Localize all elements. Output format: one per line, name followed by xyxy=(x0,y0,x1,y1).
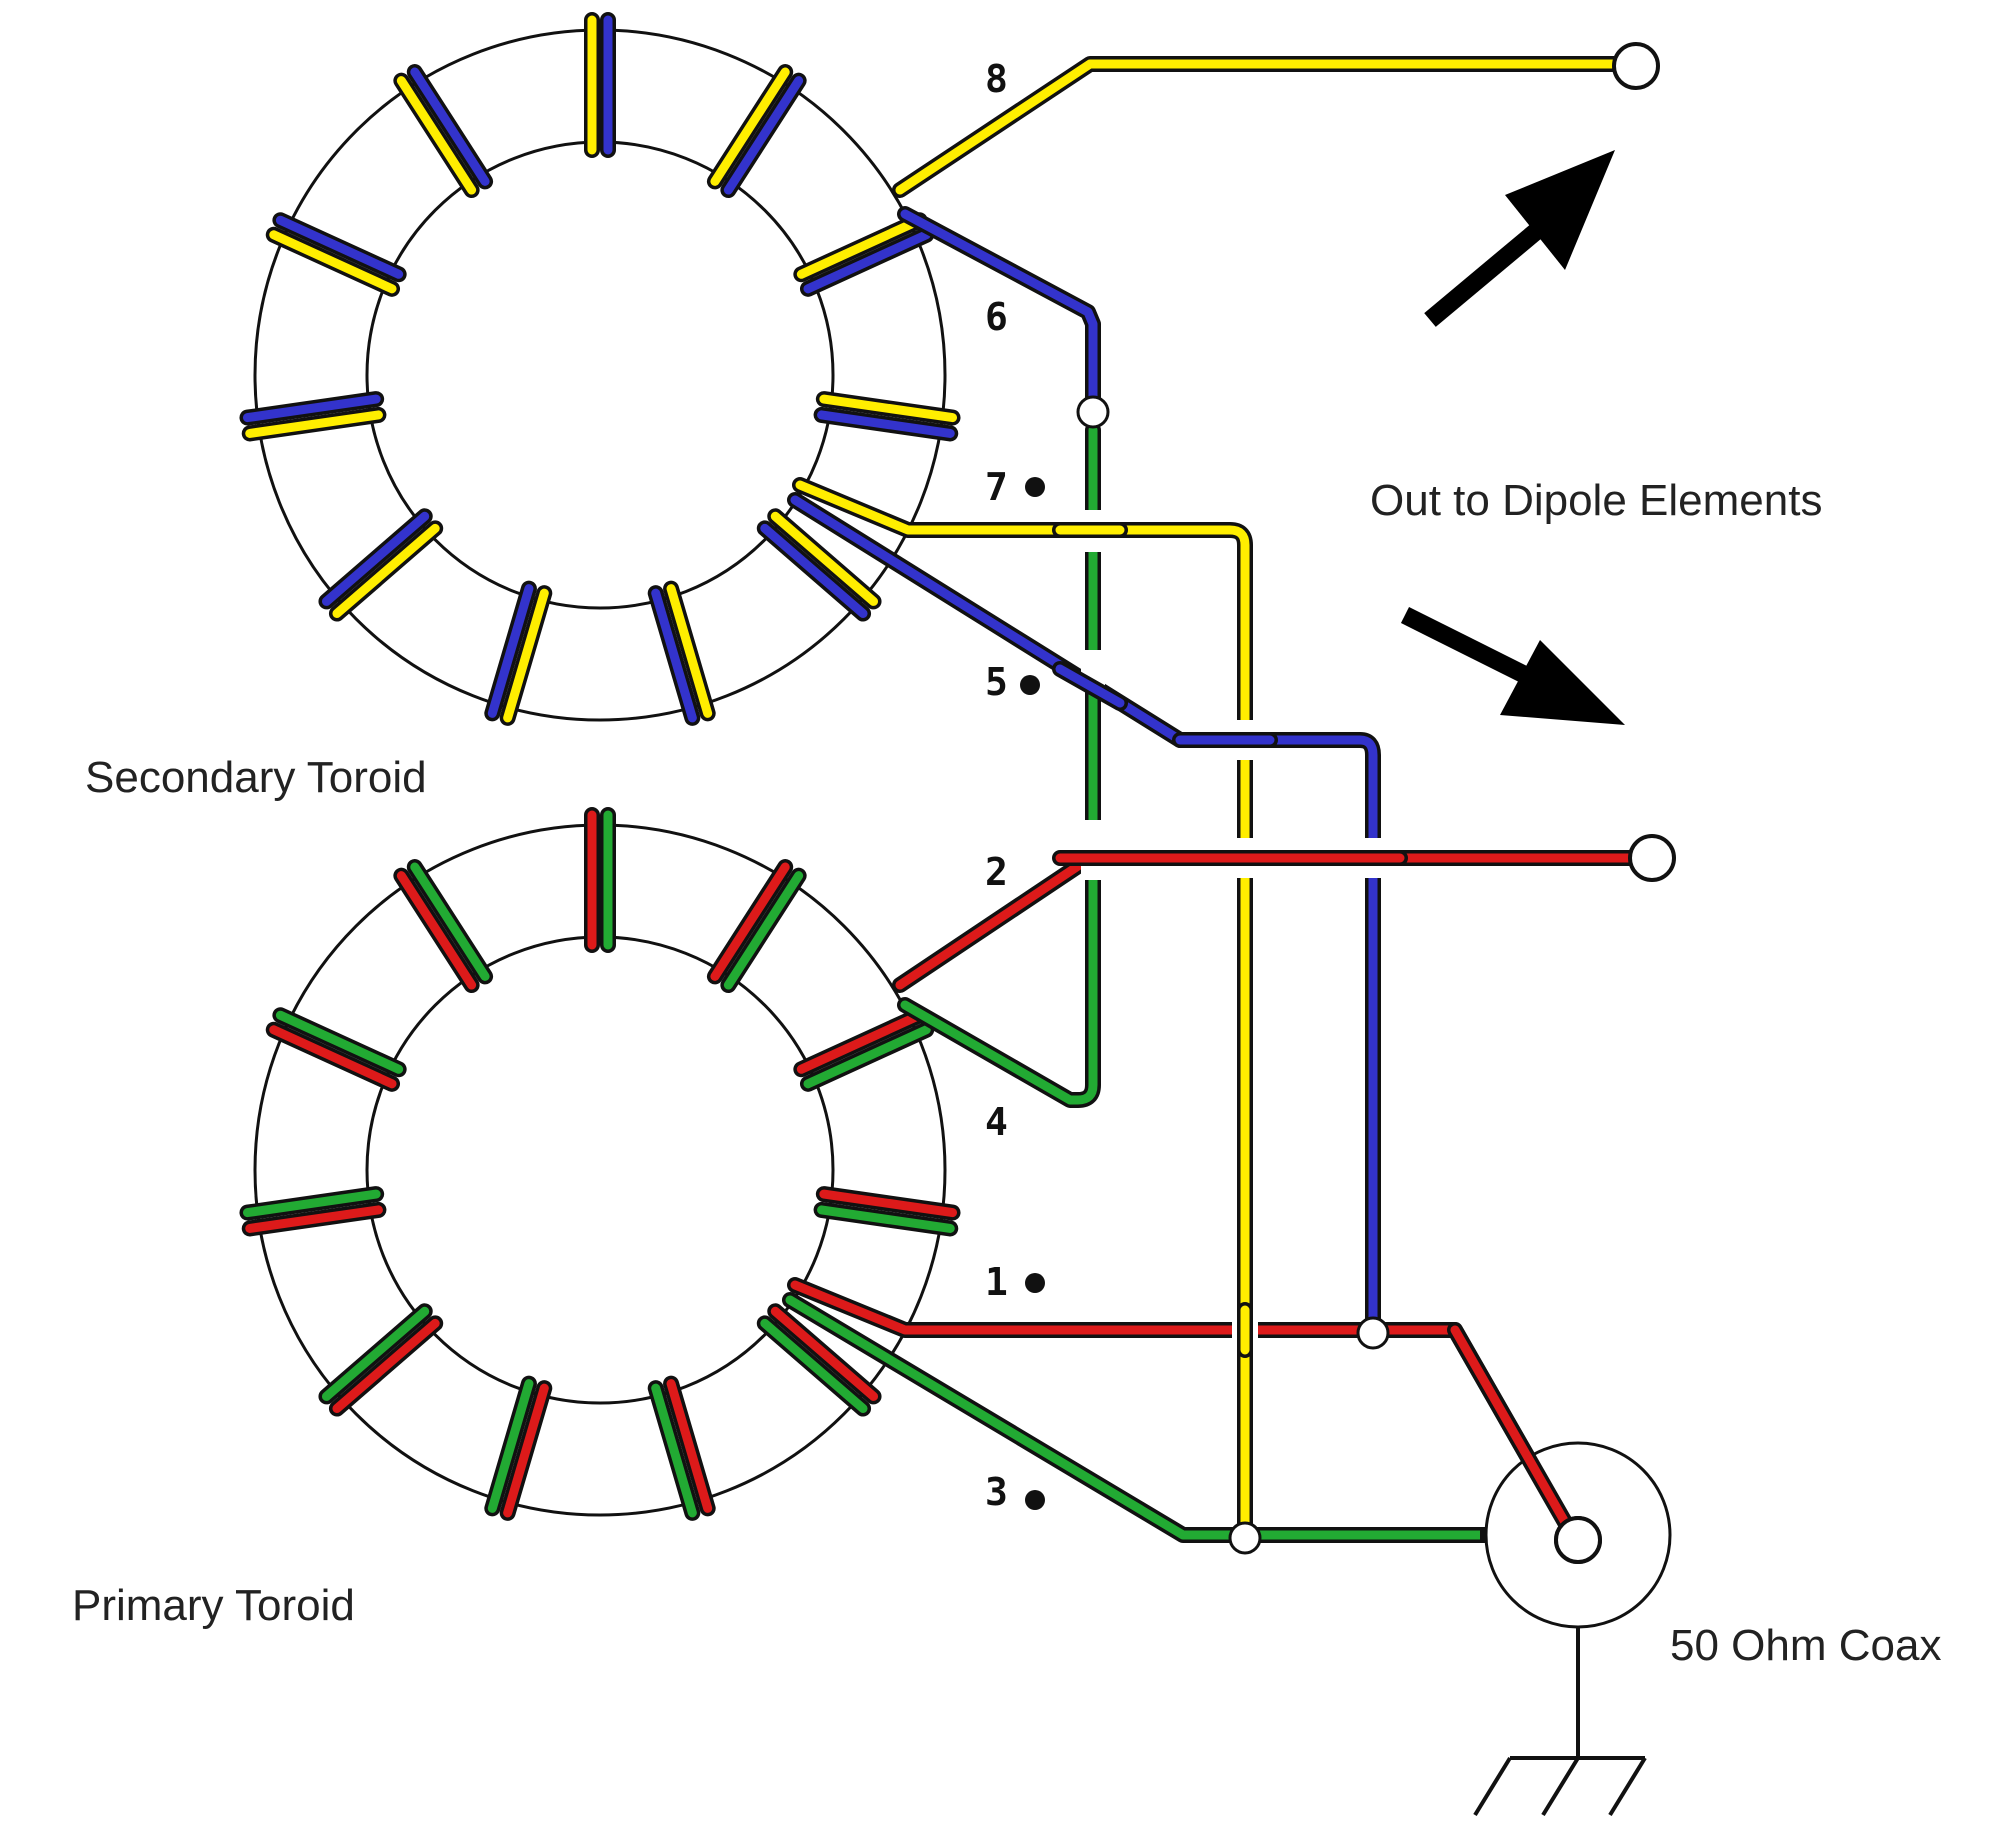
arrow-up-right-icon xyxy=(1424,150,1615,327)
secondary-winding-6-wire-0 xyxy=(503,588,549,723)
primary-winding-5-wire-0 xyxy=(666,1379,713,1513)
pin-label-3: 3 xyxy=(985,1470,1008,1514)
primary-toroid xyxy=(239,807,961,1521)
output-terminal-top xyxy=(1612,42,1660,90)
secondary-winding-1-wire-1 xyxy=(723,76,804,195)
primary-winding-8-wire-0 xyxy=(245,1205,383,1233)
primary-winding-2-wire-0 xyxy=(796,1010,925,1074)
coax-label: 50 Ohm Coax xyxy=(1670,1621,1941,1670)
secondary-winding-6-wire-1 xyxy=(487,584,534,718)
secondary-winding-5-wire-0 xyxy=(666,584,713,718)
out-to-dipole-label: Out to Dipole Elements xyxy=(1370,476,1822,525)
primary-winding-2-wire-1 xyxy=(803,1025,931,1089)
secondary-winding-3-wire-1 xyxy=(817,410,955,438)
ground-symbol xyxy=(1473,1627,1647,1817)
crossing-gaps xyxy=(1081,510,1385,1342)
secondary-winding-2-wire-1 xyxy=(803,230,931,294)
secondary-toroid xyxy=(239,12,961,726)
primary-winding-6-wire-0 xyxy=(503,1383,549,1518)
secondary-winding-5-wire-1 xyxy=(651,588,697,723)
primary-winding-9-wire-1 xyxy=(275,1010,404,1074)
secondary-winding-7-wire-1 xyxy=(321,511,430,606)
primary-winding-4-wire-1 xyxy=(760,1318,868,1414)
secondary-toroid-inner-ring xyxy=(365,140,835,610)
pin-label-6: 6 xyxy=(985,295,1008,339)
pin-dot-3 xyxy=(1025,1490,1045,1510)
pin-label-7: 7 xyxy=(985,465,1008,509)
pin-label-1: 1 xyxy=(985,1260,1008,1304)
pin-label-8: 8 xyxy=(985,57,1008,101)
pin-dot-7 xyxy=(1025,477,1045,497)
wire-2-red xyxy=(892,850,1638,993)
primary-toroid-label: Primary Toroid xyxy=(72,1581,355,1630)
secondary-winding-1-wire-0 xyxy=(710,67,790,186)
primary-winding-9-wire-0 xyxy=(269,1025,397,1089)
secondary-winding-8-wire-0 xyxy=(245,410,383,438)
primary-winding-6-wire-1 xyxy=(487,1379,534,1513)
secondary-winding-3-wire-0 xyxy=(819,394,958,423)
secondary-winding-10-wire-1 xyxy=(410,67,490,186)
primary-winding-8-wire-1 xyxy=(242,1189,381,1218)
secondary-toroid-label: Secondary Toroid xyxy=(85,753,427,802)
wire-1-red xyxy=(787,1277,1586,1553)
node-blue-red-junction xyxy=(1356,1316,1390,1350)
secondary-winding-9-wire-1 xyxy=(275,215,404,279)
primary-windings xyxy=(239,807,961,1521)
primary-winding-5-wire-1 xyxy=(651,1383,697,1518)
pin-label-4: 4 xyxy=(985,1100,1008,1144)
primary-winding-3-wire-1 xyxy=(817,1205,955,1233)
primary-winding-4-wire-0 xyxy=(770,1306,879,1401)
pin-label-5: 5 xyxy=(985,660,1008,704)
arrows xyxy=(1400,150,1625,725)
secondary-winding-7-wire-0 xyxy=(332,523,440,619)
primary-toroid-inner-ring xyxy=(365,935,835,1405)
text-labels: Secondary Toroid Primary Toroid Out to D… xyxy=(72,476,1941,1670)
secondary-winding-8-wire-1 xyxy=(242,394,381,423)
secondary-winding-2-wire-0 xyxy=(796,215,925,279)
primary-winding-10-wire-0 xyxy=(396,871,477,990)
pin-labels: 8 6 7 5 2 4 1 3 xyxy=(985,57,1045,1514)
primary-winding-10-wire-1 xyxy=(410,862,490,981)
primary-winding-1-wire-0 xyxy=(710,862,790,981)
arrow-down-right-icon xyxy=(1400,606,1625,725)
pin-dot-5 xyxy=(1020,675,1040,695)
secondary-winding-4-wire-1 xyxy=(760,523,868,619)
output-terminal-bottom xyxy=(1628,834,1676,882)
pin-label-2: 2 xyxy=(985,850,1008,894)
coax-connector xyxy=(1447,1322,1672,1629)
wires xyxy=(782,56,1638,1553)
node-yellow-green-junction xyxy=(1228,1521,1262,1555)
secondary-winding-10-wire-0 xyxy=(396,76,477,195)
secondary-winding-9-wire-0 xyxy=(269,230,397,294)
pin-dot-1 xyxy=(1025,1273,1045,1293)
primary-winding-3-wire-0 xyxy=(819,1189,958,1218)
nodes xyxy=(1076,42,1676,1555)
secondary-windings xyxy=(239,12,961,726)
node-6-7-junction xyxy=(1076,395,1110,429)
secondary-winding-4-wire-0 xyxy=(770,511,879,606)
primary-winding-7-wire-1 xyxy=(321,1306,430,1401)
primary-winding-1-wire-1 xyxy=(723,871,804,990)
primary-winding-7-wire-0 xyxy=(332,1318,440,1414)
